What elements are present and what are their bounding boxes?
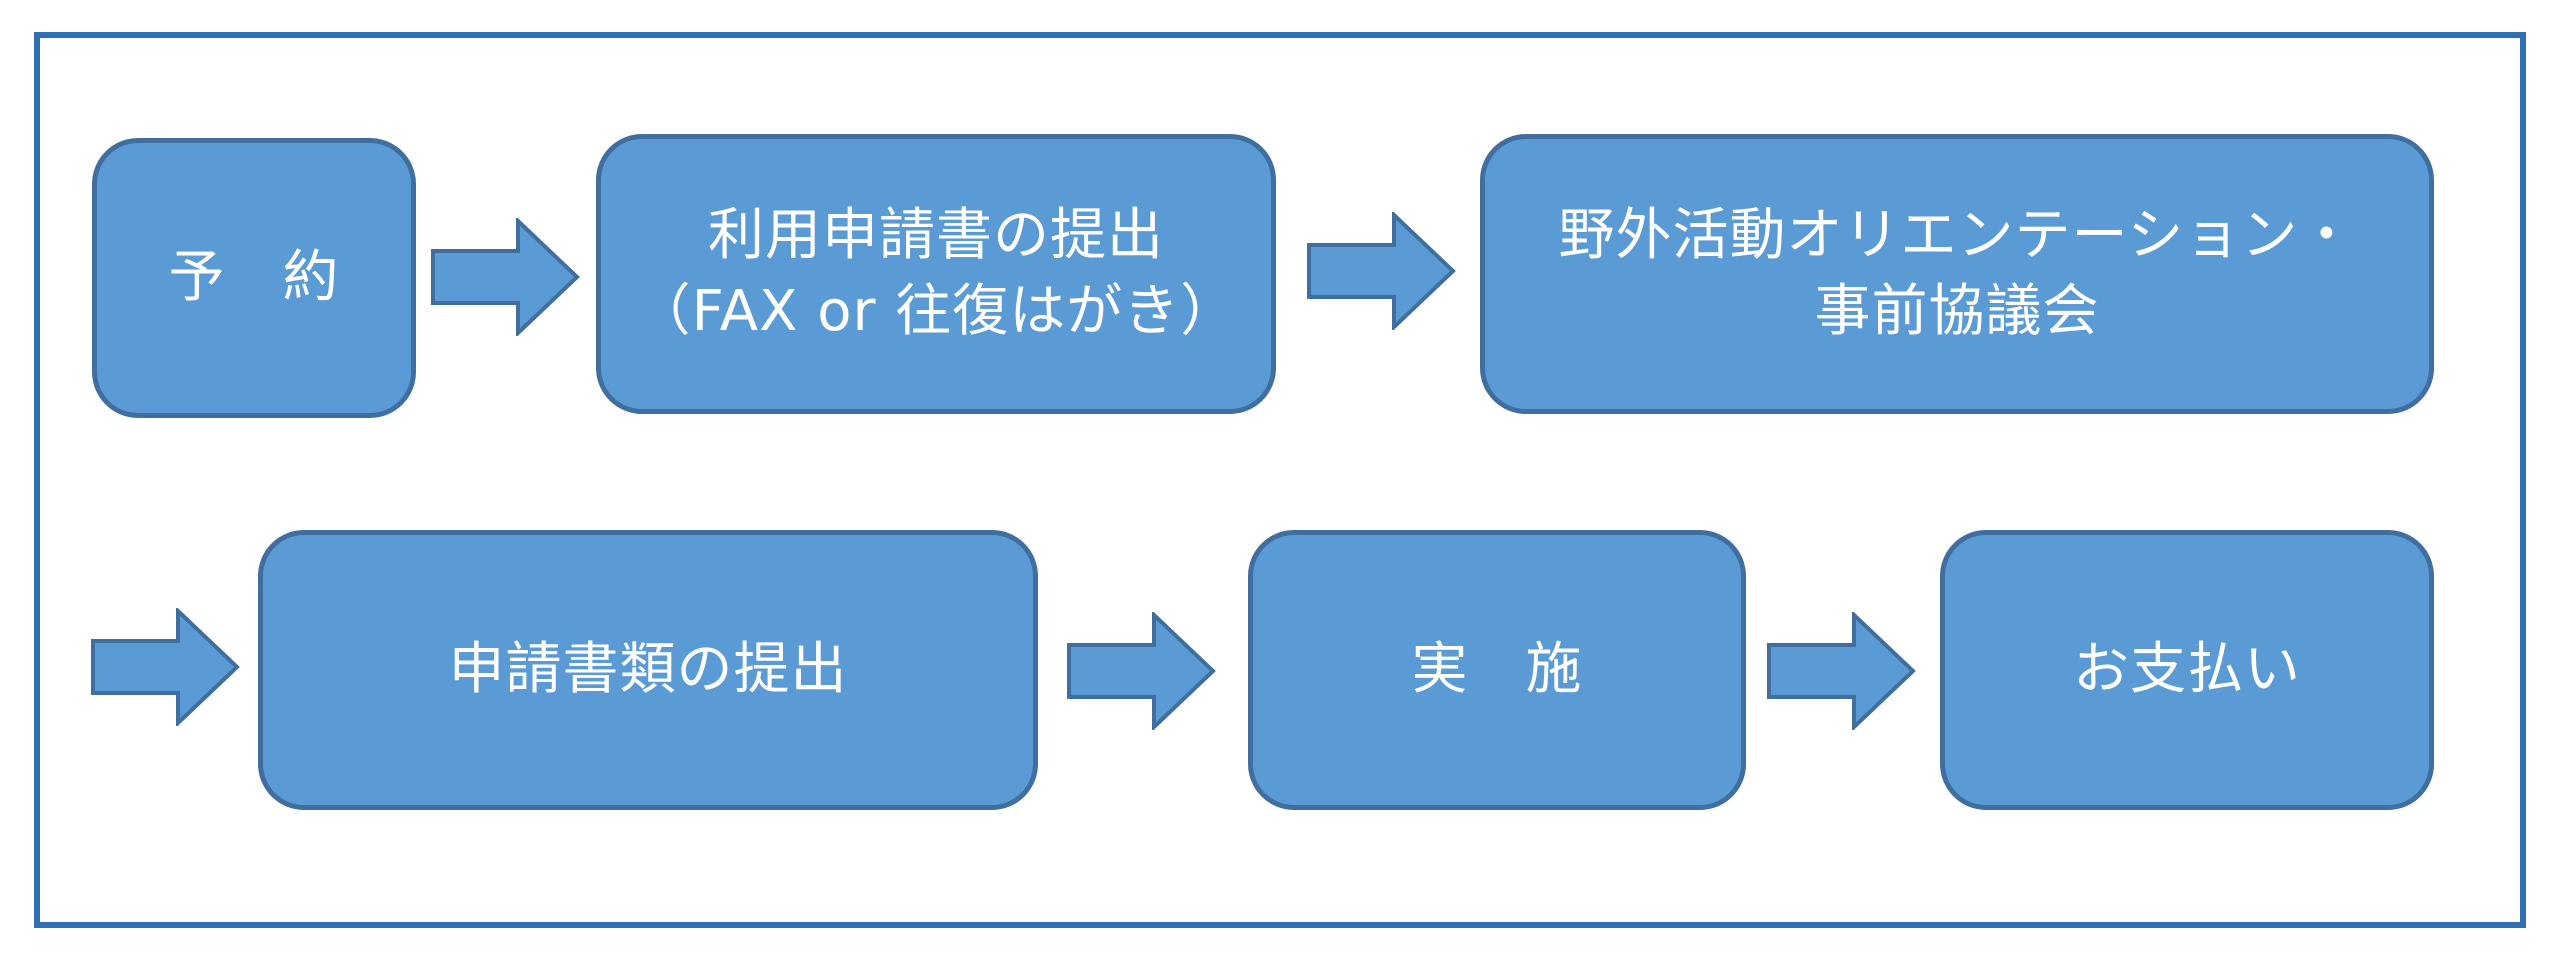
step-documents: 申請書類の提出 bbox=[258, 530, 1038, 810]
arrow-right-icon bbox=[1306, 212, 1456, 330]
step-payment: お支払い bbox=[1940, 530, 2434, 810]
step-implementation-label: 実 施 bbox=[1411, 637, 1583, 703]
step-orientation-line1: 野外活動オリエンテーション・ bbox=[1558, 203, 2356, 269]
step-documents-label: 申請書類の提出 bbox=[448, 637, 848, 703]
arrow-right-icon bbox=[1766, 612, 1916, 730]
step-reservation-label: 予 約 bbox=[168, 245, 340, 311]
arrow-right-icon bbox=[430, 218, 580, 336]
step-application: 利用申請書の提出 （FAX or 往復はがき） bbox=[596, 134, 1276, 414]
step-reservation: 予 約 bbox=[92, 138, 416, 418]
step-application-line1: 利用申請書の提出 bbox=[708, 203, 1164, 269]
step-application-line2: （FAX or 往復はがき） bbox=[634, 279, 1238, 344]
step-payment-label: お支払い bbox=[2073, 637, 2301, 703]
arrow-right-icon bbox=[1066, 612, 1216, 730]
arrow-right-icon bbox=[90, 608, 240, 726]
step-implementation: 実 施 bbox=[1248, 530, 1746, 810]
step-orientation-line2: 事前協議会 bbox=[1814, 279, 2100, 344]
step-orientation: 野外活動オリエンテーション・ 事前協議会 bbox=[1480, 134, 2434, 414]
